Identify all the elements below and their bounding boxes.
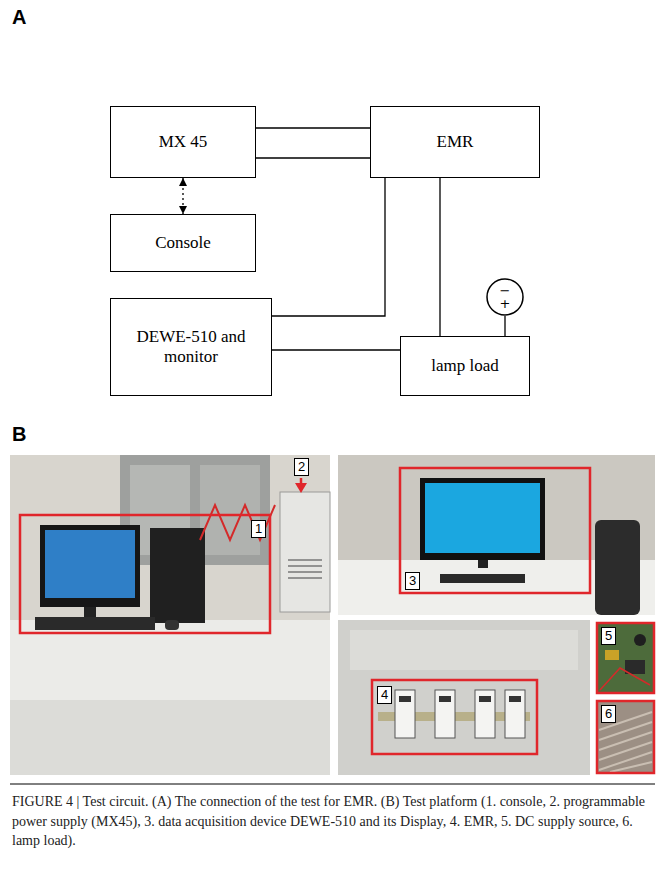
device-box: Console xyxy=(110,214,256,272)
figure-caption: FIGURE 4 | Test circuit. (A) The connect… xyxy=(12,792,653,851)
wire xyxy=(256,157,370,158)
node-text: Console xyxy=(155,233,211,253)
wire xyxy=(256,127,370,128)
device-box: DEWE-510 and monitor xyxy=(110,298,272,396)
node-text: EMR xyxy=(437,132,474,152)
dc-source-photo xyxy=(597,623,654,693)
device-box: MX 45 xyxy=(110,106,256,178)
node-text: + xyxy=(500,297,511,310)
panel-label: B xyxy=(12,423,26,446)
node-text: − xyxy=(500,284,511,297)
control-link xyxy=(182,178,183,214)
wire xyxy=(272,178,385,316)
node-text: lamp load xyxy=(431,356,499,376)
callout-number: 3 xyxy=(405,572,420,590)
callout-number: 6 xyxy=(601,705,616,723)
relay-photo xyxy=(338,620,590,775)
node-text: MX 45 xyxy=(159,132,208,152)
panel-label: A xyxy=(12,6,26,29)
load-box: lamp load xyxy=(400,336,530,396)
wire xyxy=(439,178,440,336)
lab-photo xyxy=(10,455,330,775)
node-text: DEWE-510 and monitor xyxy=(119,327,263,368)
wire xyxy=(272,349,400,350)
callout-number: 2 xyxy=(294,458,309,476)
dc-source-circle: −+ xyxy=(486,278,524,316)
caption-rule xyxy=(10,784,655,785)
device-box: EMR xyxy=(370,106,540,178)
callout-number: 1 xyxy=(251,520,266,538)
callout-number: 4 xyxy=(377,686,392,704)
lamp-photo xyxy=(597,701,654,773)
daq-photo xyxy=(338,455,655,615)
wire xyxy=(504,316,505,336)
callout-number: 5 xyxy=(601,627,616,645)
